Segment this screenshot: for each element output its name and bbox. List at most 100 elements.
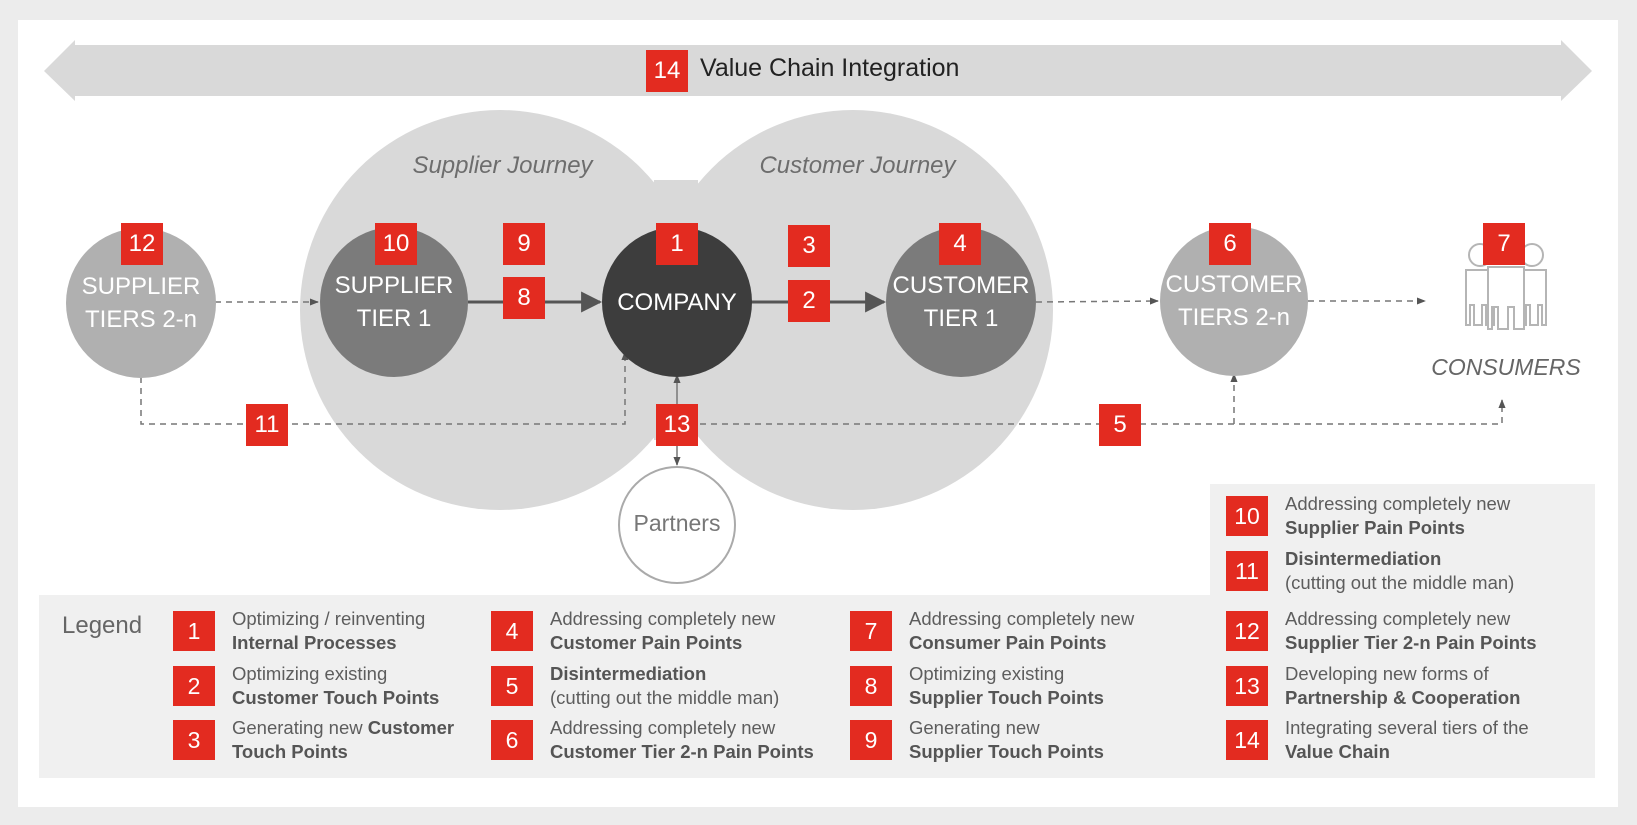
customer-tier1-line2: TIER 1 xyxy=(923,305,999,332)
legend-badge: 13 xyxy=(1226,666,1268,706)
legend-line1: Developing new forms of xyxy=(1285,662,1520,686)
customer-journey-title: Customer Journey xyxy=(759,152,956,179)
badge-13: 13 xyxy=(656,404,698,446)
supplier-tiers-line1: SUPPLIER xyxy=(81,273,201,300)
consumers-people-icon xyxy=(1465,236,1547,330)
badge-9: 9 xyxy=(503,223,545,265)
legend-line2: Supplier Touch Points xyxy=(909,687,1104,708)
legend-line1: Addressing completely new xyxy=(1285,607,1537,631)
legend-badge: 12 xyxy=(1226,611,1268,651)
header-badge: 14 xyxy=(646,50,688,92)
legend-line1-text: Optimizing existing xyxy=(909,663,1065,684)
legend-line2: Supplier Tier 2-n Pain Points xyxy=(1285,632,1537,653)
legend-line1-text: Addressing completely new xyxy=(1285,608,1511,629)
legend-line2: (cutting out the middle man) xyxy=(550,687,780,708)
legend-text: Disintermediation (cutting out the middle… xyxy=(1285,547,1514,595)
supplier-journey-bg xyxy=(300,110,700,510)
legend-line1: Integrating several tiers of the xyxy=(1285,716,1529,740)
badge-8: 8 xyxy=(503,277,545,319)
legend-line1: Optimizing existing xyxy=(909,662,1104,686)
badge-2: 2 xyxy=(788,280,830,322)
legend-line2: Consumer Pain Points xyxy=(909,632,1107,653)
badge-7: 7 xyxy=(1483,223,1525,265)
legend-line1: Addressing completely new xyxy=(1285,492,1510,516)
legend-line2: Customer Touch Points xyxy=(232,687,440,708)
badge-6: 6 xyxy=(1209,223,1251,265)
legend-line1-text: Addressing completely new xyxy=(550,717,776,738)
legend-line1: Addressing completely new xyxy=(550,607,775,631)
partners-circle xyxy=(618,466,736,584)
badge-11: 11 xyxy=(246,404,288,446)
legend-line1-text: Addressing completely new xyxy=(909,608,1135,629)
legend-line2: Customer Tier 2-n Pain Points xyxy=(550,741,814,762)
legend-line1-text: Integrating several tiers of the xyxy=(1285,717,1529,738)
legend-line2: Partnership & Cooperation xyxy=(1285,687,1521,708)
supplier-tier1-line2: TIER 1 xyxy=(356,305,432,332)
legend-badge: 3 xyxy=(173,720,215,760)
header-title: Value Chain Integration xyxy=(700,54,960,82)
legend-line1-text: Optimizing / reinventing xyxy=(232,608,426,629)
legend-line2: Value Chain xyxy=(1285,741,1390,762)
legend-line2: Internal Processes xyxy=(232,632,397,653)
customer-tier1-line1: CUSTOMER xyxy=(892,272,1030,299)
legend-line1-bold: Disintermediation xyxy=(1285,548,1442,569)
badge-3: 3 xyxy=(788,225,830,267)
legend-line1: Optimizing / reinventing xyxy=(232,607,425,631)
partners-label: Partners xyxy=(633,510,721,536)
legend-badge: 6 xyxy=(491,720,533,760)
legend-line1: Generating new xyxy=(909,716,1104,740)
legend-line2: (cutting out the middle man) xyxy=(1285,572,1515,593)
legend-line1: Addressing completely new xyxy=(550,716,814,740)
supplier-tiers-line2: TIERS 2-n xyxy=(84,306,198,333)
legend-panel-upper xyxy=(1210,484,1595,604)
customer-tier1-node: CUSTOMER TIER 1 xyxy=(886,227,1036,377)
value-chain-arrow xyxy=(44,40,1592,101)
connector-to-consumers xyxy=(678,399,1506,425)
legend-line1: Generating new Customer xyxy=(232,716,454,740)
legend-badge: 2 xyxy=(173,666,215,706)
supplier-journey-title: Supplier Journey xyxy=(412,152,593,179)
company-label: COMPANY xyxy=(617,288,737,316)
legend-panel xyxy=(39,595,1595,778)
legend-line2: Supplier Touch Points xyxy=(909,741,1104,762)
legend-badge: 7 xyxy=(850,611,892,651)
consumers-label: CONSUMERS xyxy=(1431,354,1581,380)
legend-badge: 4 xyxy=(491,611,533,651)
customer-journey-bg xyxy=(653,110,1053,510)
legend-line1: Addressing completely new xyxy=(909,607,1134,631)
legend-line1-bold: Customer xyxy=(367,717,455,738)
legend-line1-text: Addressing completely new xyxy=(1285,493,1511,514)
legend-line1: Disintermediation xyxy=(1285,547,1514,571)
connector-disintermediation-supplier xyxy=(140,351,629,425)
badge-10: 10 xyxy=(375,223,417,265)
legend-badge: 5 xyxy=(491,666,533,706)
legend-text: Disintermediation(cutting out the middle… xyxy=(550,662,779,710)
legend-line1-text: Addressing completely new xyxy=(550,608,776,629)
badge-4: 4 xyxy=(939,223,981,265)
customer-tiers-line2: TIERS 2-n xyxy=(1177,304,1291,331)
legend-badge: 10 xyxy=(1226,496,1268,536)
legend-badge: 9 xyxy=(850,720,892,760)
legend-line1-text: Generating new xyxy=(232,717,368,738)
supplier-tier1-line1: SUPPLIER xyxy=(334,272,454,299)
legend-line2: Supplier Pain Points xyxy=(1285,517,1465,538)
legend-line1: Optimizing existing xyxy=(232,662,439,686)
legend-badge: 8 xyxy=(850,666,892,706)
legend-badge: 1 xyxy=(173,611,215,651)
legend-line1: Disintermediation xyxy=(550,662,779,686)
legend-badge: 11 xyxy=(1226,551,1268,591)
legend-badge: 14 xyxy=(1226,720,1268,760)
legend-line1-text: Optimizing existing xyxy=(232,663,388,684)
connector-customer-to-tiers xyxy=(1035,297,1159,305)
